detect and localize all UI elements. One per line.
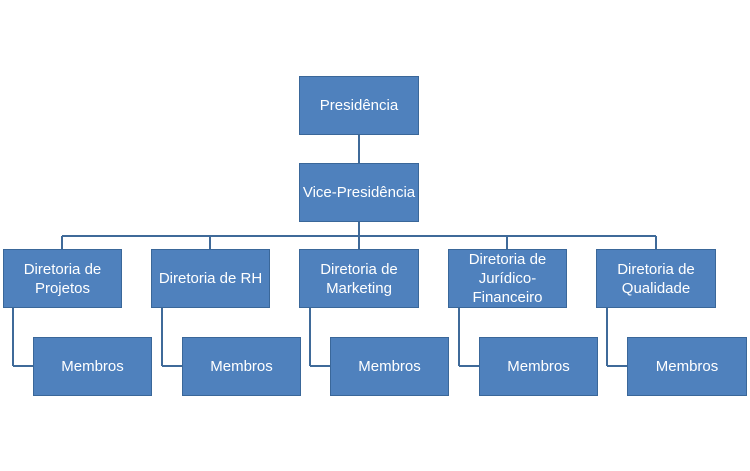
node-presidencia: Presidência [299, 76, 419, 135]
node-diretoria-marketing: Diretoria de Marketing [299, 249, 419, 308]
node-diretoria-qualidade: Diretoria de Qualidade [596, 249, 716, 308]
node-membros-juridico-financeiro: Membros [479, 337, 598, 396]
node-membros-marketing: Membros [330, 337, 449, 396]
node-membros-projetos: Membros [33, 337, 152, 396]
node-vice-presidencia: Vice-Presidência [299, 163, 419, 222]
node-diretoria-projetos: Diretoria de Projetos [3, 249, 122, 308]
node-membros-rh: Membros [182, 337, 301, 396]
node-membros-qualidade: Membros [627, 337, 747, 396]
node-diretoria-juridico-financeiro: Diretoria de Jurídico- Financeiro [448, 249, 567, 308]
node-diretoria-rh: Diretoria de RH [151, 249, 270, 308]
